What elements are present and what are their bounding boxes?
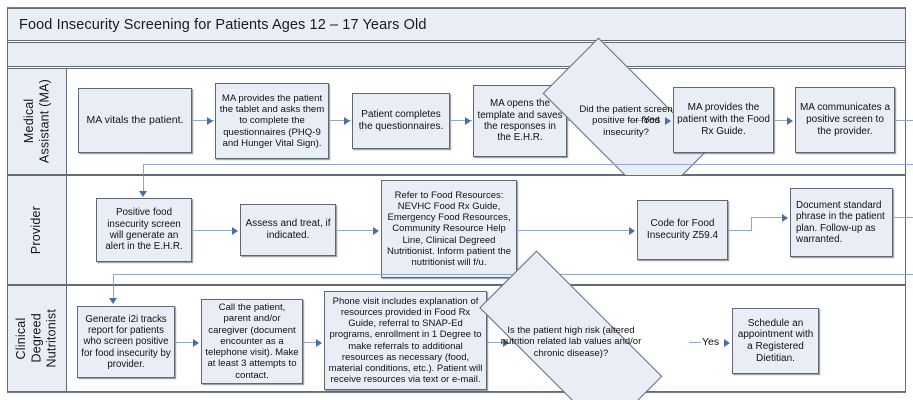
swimlane-clinical-degreed-nutritionist: Clinical Degreed Nutritonist Generate i2… [7, 250, 906, 400]
node-high-risk-decision[interactable]: Is the patient high risk (altered nutrit… [445, 250, 697, 400]
page-title: Food Insecurity Screening for Patients A… [19, 16, 427, 33]
arrowhead-icon [207, 116, 213, 125]
node-ma-vitals[interactable]: MA vitals the patient. [78, 88, 192, 153]
swimlane-header-clinical-degreed-nutritionist: Clinical Degreed Nutritonist [8, 286, 67, 391]
connector-lane1-loop-bottom [143, 164, 913, 166]
node-label: Call the patient, parent and/or caregive… [205, 302, 299, 381]
swimlane-label-clinical-degreed-nutritionist: Clinical Degreed Nutritonist [14, 309, 59, 368]
connector-into-positive-alert [143, 176, 145, 193]
diagram-title-bar: Food Insecurity Screening for Patients A… [7, 8, 906, 41]
edge-label-yes-1: Yes [643, 114, 661, 126]
swimlane-label-medical-assistant: Medical Assistant (MA) [21, 79, 51, 164]
connector-code-to-document-b [751, 217, 787, 219]
swimlane-body-medical-assistant: MA vitals the patient. MA provides the p… [67, 37, 913, 205]
arrowhead-icon [782, 213, 788, 222]
connector-assess-to-refer [336, 230, 378, 232]
arrowhead-icon [787, 116, 793, 125]
node-label: MA opens the template and saves the resp… [477, 98, 563, 144]
arrowhead-icon [373, 226, 379, 235]
header-spacer-band [7, 42, 906, 67]
connector-code-to-document-a [728, 230, 752, 232]
node-label: MA vitals the patient. [86, 114, 184, 127]
arrowhead-icon [629, 226, 635, 235]
arrowhead-icon [109, 298, 117, 304]
connector-code-to-document-v [751, 217, 753, 231]
connector-refer-to-code [517, 230, 634, 232]
connector-completes-to-template [450, 120, 472, 122]
arrowhead-icon [465, 116, 471, 125]
swimlane-label-provider: Provider [29, 205, 44, 255]
arrowhead-icon [503, 338, 509, 347]
swimlane-body-clinical-degreed-nutritionist: Generate i2i tracks report for patients … [67, 250, 905, 400]
swimlane-header-provider: Provider [8, 176, 67, 284]
node-schedule-dietitian[interactable]: Schedule an appointment with a Registere… [732, 308, 819, 374]
node-label: Did the patient screen positive for food… [579, 103, 673, 138]
node-ma-provides-tablet[interactable]: MA provides the patient the tablet and a… [215, 83, 329, 159]
node-label: Patient completes the questionnaires. [358, 109, 444, 132]
node-label: MA provides the patient the tablet and a… [219, 92, 325, 149]
node-assess-and-treat[interactable]: Assess and treat, if indicated. [240, 204, 336, 256]
connector-call-to-phone-visit [303, 342, 321, 344]
node-document-standard-phrase[interactable]: Document standard phrase in the patient … [790, 188, 893, 257]
connector-lane1-loop-left-down [143, 164, 145, 177]
node-label: MA communicates a positive screen to the… [799, 102, 891, 137]
arrowhead-icon [665, 116, 671, 125]
arrowhead-icon [139, 191, 147, 197]
node-positive-screen-alert[interactable]: Positive food insecurity screen will gen… [96, 198, 192, 262]
edge-label-yes-2: Yes [702, 336, 720, 348]
swimlane-header-medical-assistant: Medical Assistant (MA) [8, 69, 67, 174]
node-generate-i2i-report[interactable]: Generate i2i tracks report for patients … [77, 306, 175, 378]
connector-lane2-loop-top-stub [893, 217, 913, 219]
node-label: Phone visit includes explanation of reso… [328, 296, 483, 385]
node-label: Schedule an appointment with a Registere… [737, 317, 814, 364]
swimlane-body-provider: Positive food insecurity screen will gen… [67, 176, 913, 286]
node-refer-to-food-resources[interactable]: Refer to Food Resources: NEVHC Food Rx G… [381, 180, 517, 278]
node-label: Document standard phrase in the patient … [796, 199, 885, 245]
node-label: Is the patient high risk (altered nutrit… [500, 324, 642, 359]
node-ma-opens-template[interactable]: MA opens the template and saves the resp… [473, 85, 567, 157]
arrowhead-icon [344, 116, 350, 125]
node-screen-positive-decision[interactable]: Did the patient screen positive for food… [515, 37, 737, 205]
node-ma-communicates[interactable]: MA communicates a positive screen to the… [795, 87, 895, 153]
node-code-food-insecurity[interactable]: Code for Food Insecurity Z59.4 [637, 200, 728, 260]
node-label: Code for Food Insecurity Z59.4 [646, 218, 719, 241]
node-label: Generate i2i tracks report for patients … [81, 313, 171, 371]
connector-lane1-loop-top [895, 120, 913, 122]
node-patient-completes[interactable]: Patient completes the questionnaires. [352, 93, 450, 149]
arrowhead-icon [193, 338, 199, 347]
connector-decision-to-foodrx [629, 120, 643, 122]
connector-tablet-to-completes [329, 120, 351, 122]
node-ma-food-rx-guide[interactable]: MA provides the patient with the Food Rx… [673, 87, 774, 153]
node-call-patient[interactable]: Call the patient, parent and/or caregive… [201, 299, 303, 384]
node-label: Positive food insecurity screen will gen… [105, 207, 183, 253]
connector-phone-to-high-risk [487, 342, 507, 344]
node-label: MA provides the patient with the Food Rx… [677, 102, 770, 137]
node-label: Refer to Food Resources: NEVHC Food Rx G… [386, 190, 512, 268]
node-label: Assess and treat, if indicated. [245, 218, 331, 241]
node-phone-visit-details[interactable]: Phone visit includes explanation of reso… [324, 291, 487, 390]
arrowhead-icon [724, 338, 730, 347]
connector-ma-vitals-to-tablet [192, 120, 214, 122]
connector-lane2-loop-left-down [113, 274, 115, 286]
connector-foodrx-to-communicates [774, 120, 792, 122]
swimlane-medical-assistant: Medical Assistant (MA) MA vitals the pat… [7, 37, 913, 205]
arrowhead-icon [316, 338, 322, 347]
connector-into-i2i-report [113, 286, 115, 300]
connector-i2i-to-call [175, 342, 198, 344]
swimlane-provider: Provider Positive food insecurity screen… [7, 175, 913, 286]
arrowhead-icon [232, 226, 238, 235]
connector-alert-to-assess [192, 230, 237, 232]
connector-high-risk-to-schedule [689, 342, 701, 344]
